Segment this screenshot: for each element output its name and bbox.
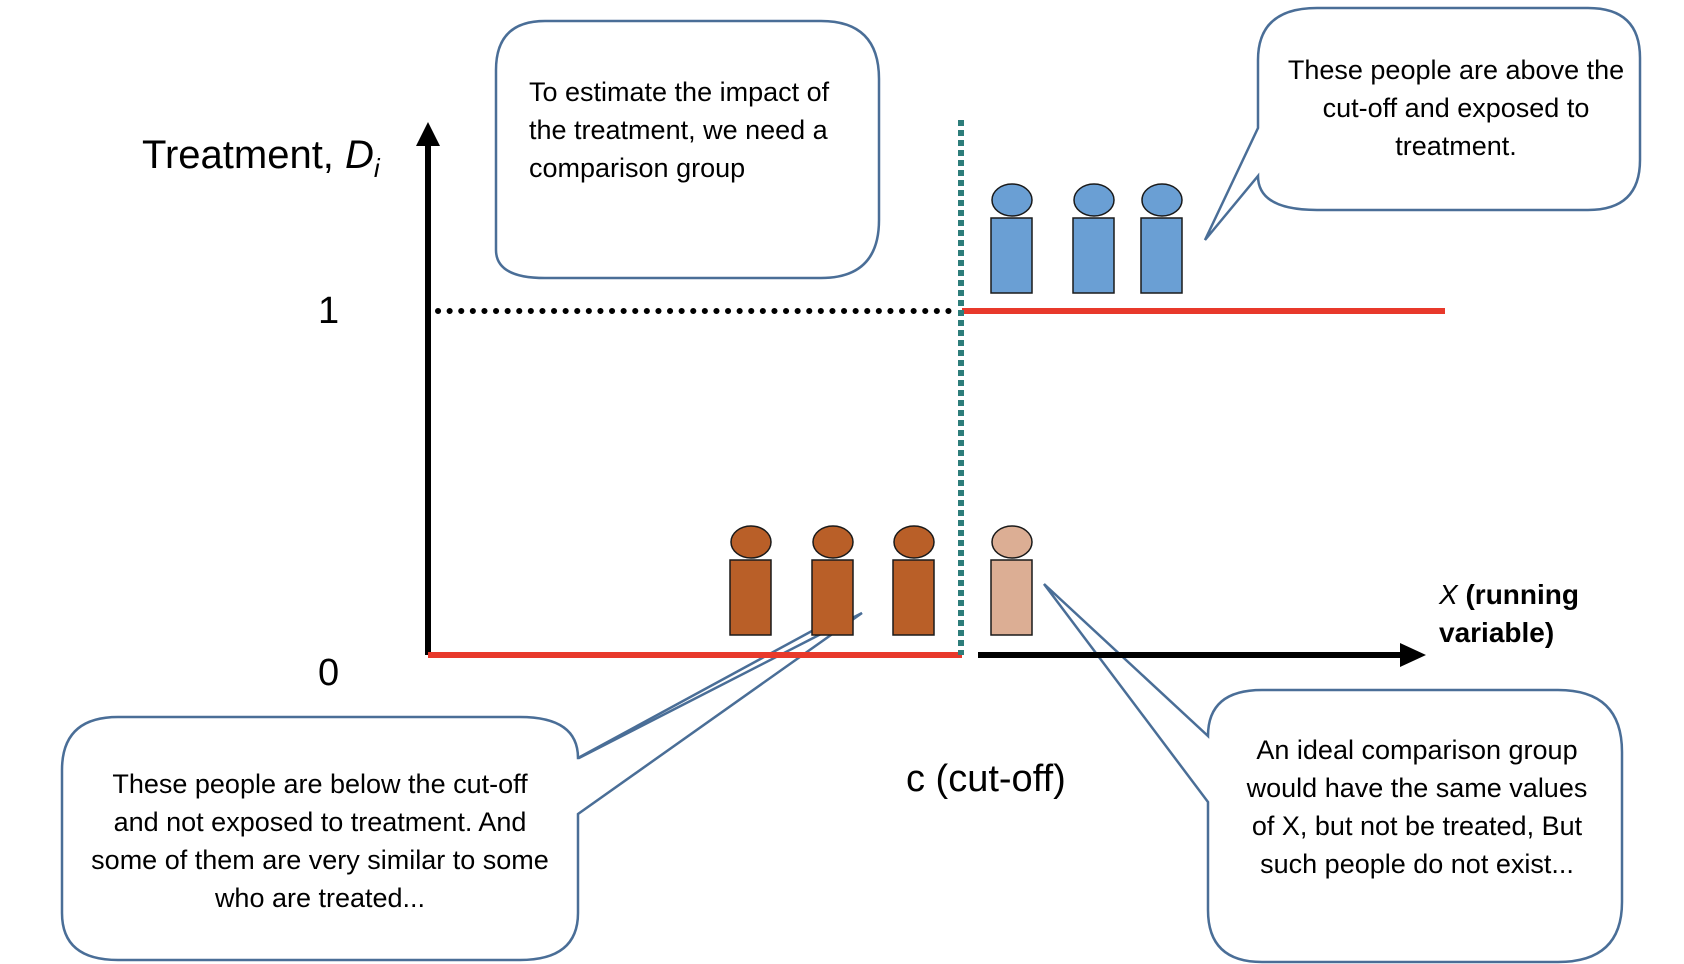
- y-tick-low: 0: [318, 652, 340, 694]
- y-tick-high: 1: [318, 290, 340, 332]
- x-axis-label-line1: (running: [1457, 579, 1579, 610]
- callout-below-bubble: [60, 611, 863, 962]
- x-axis-arrowhead: [1400, 643, 1426, 667]
- treated-person: [1072, 183, 1115, 294]
- callout-above-text: These people are above the cut-off and e…: [1287, 55, 1625, 161]
- y-axis-label: Treatment, Di: [142, 133, 380, 184]
- untreated-person: [729, 525, 772, 636]
- ideal-comparison-person: [990, 525, 1033, 636]
- callout-above-bubble: [1203, 6, 1642, 241]
- treated-person: [990, 183, 1033, 294]
- x-axis-label-var: X: [1439, 579, 1458, 610]
- x-axis-label-line2: variable): [1439, 617, 1555, 648]
- callout-below-text: These people are below the cut-off and n…: [91, 769, 549, 913]
- callout-ideal-bubble: [1043, 583, 1624, 964]
- untreated-person: [811, 525, 854, 636]
- callout-comparison-text: To estimate the impact of the treatment,…: [529, 77, 830, 183]
- callout-below-pointer: [577, 617, 835, 760]
- y-axis-arrowhead: [416, 122, 440, 146]
- callout-ideal-text: An ideal comparison group would have the…: [1246, 735, 1588, 879]
- callout-comparison-bubble: [494, 19, 881, 280]
- untreated-person: [892, 525, 935, 636]
- treated-person: [1140, 183, 1183, 294]
- cutoff-label: c (cut-off): [906, 758, 1066, 800]
- x-axis-label: X (running variable): [1439, 576, 1579, 652]
- y-axis-label-sub: i: [373, 153, 380, 183]
- y-axis-label-var: D: [345, 133, 374, 177]
- y-axis-label-text: Treatment,: [142, 133, 346, 177]
